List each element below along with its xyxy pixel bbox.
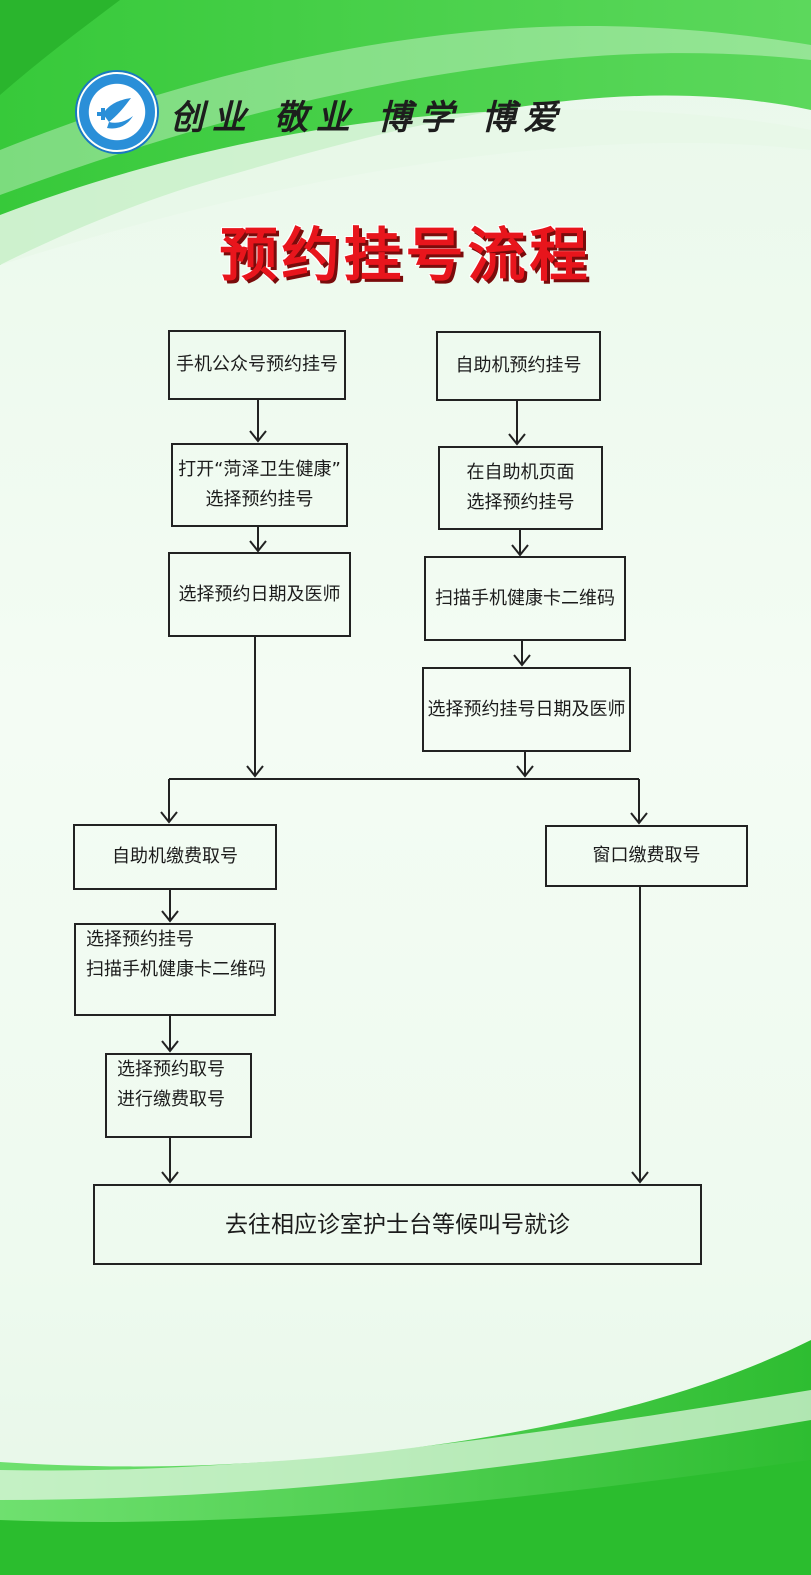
box-label: 窗口缴费取号 [592, 845, 701, 866]
step-kiosk-page-select: 在自助机页面 选择预约挂号 [438, 446, 603, 530]
step-window-payment: 窗口缴费取号 [545, 825, 748, 887]
box-label-line1: 打开“菏泽卫生健康” [178, 459, 341, 480]
box-label: 手机公众号预约挂号 [176, 354, 338, 375]
step-kiosk-appointment: 自助机预约挂号 [436, 331, 601, 401]
step-pay-and-take-number: 选择预约取号 进行缴费取号 [105, 1053, 252, 1138]
box-label-line2: 选择预约挂号 [205, 489, 314, 510]
hospital-slogan: 创业 敬业 博学 博爱 [170, 98, 566, 138]
step-select-scan: 选择预约挂号 扫描手机健康卡二维码 [74, 923, 276, 1016]
hospital-logo [77, 72, 157, 152]
page-title: 预约挂号流程 [219, 221, 592, 289]
box-label-line2: 进行缴费取号 [117, 1089, 225, 1110]
box-label: 选择预约日期及医师 [178, 583, 341, 605]
box-label-line1: 选择预约取号 [117, 1059, 225, 1080]
box-label: 选择预约挂号日期及医师 [427, 698, 626, 720]
step-mobile-official-account: 手机公众号预约挂号 [168, 330, 346, 400]
step-select-date-doctor: 选择预约日期及医师 [168, 552, 351, 637]
step-scan-health-card-qr: 扫描手机健康卡二维码 [424, 556, 626, 641]
box-label: 自助机缴费取号 [112, 846, 238, 867]
box-label: 去往相应诊室护士台等候叫号就诊 [225, 1211, 570, 1238]
step-open-heze-health: 打开“菏泽卫生健康” 选择预约挂号 [171, 443, 348, 527]
step-kiosk-payment: 自助机缴费取号 [73, 824, 277, 890]
box-label-line1: 选择预约挂号 [86, 929, 194, 950]
box-label: 扫描手机健康卡二维码 [435, 587, 615, 609]
box-label: 自助机预约挂号 [455, 355, 582, 376]
step-go-to-clinic: 去往相应诊室护士台等候叫号就诊 [93, 1184, 702, 1265]
box-label-line2: 选择预约挂号 [466, 492, 575, 513]
box-label-line1: 在自助机页面 [466, 462, 575, 483]
dove-cross-icon [97, 98, 133, 129]
box-label-line2: 扫描手机健康卡二维码 [86, 959, 266, 980]
step-select-appointment-date-doctor: 选择预约挂号日期及医师 [422, 667, 631, 752]
